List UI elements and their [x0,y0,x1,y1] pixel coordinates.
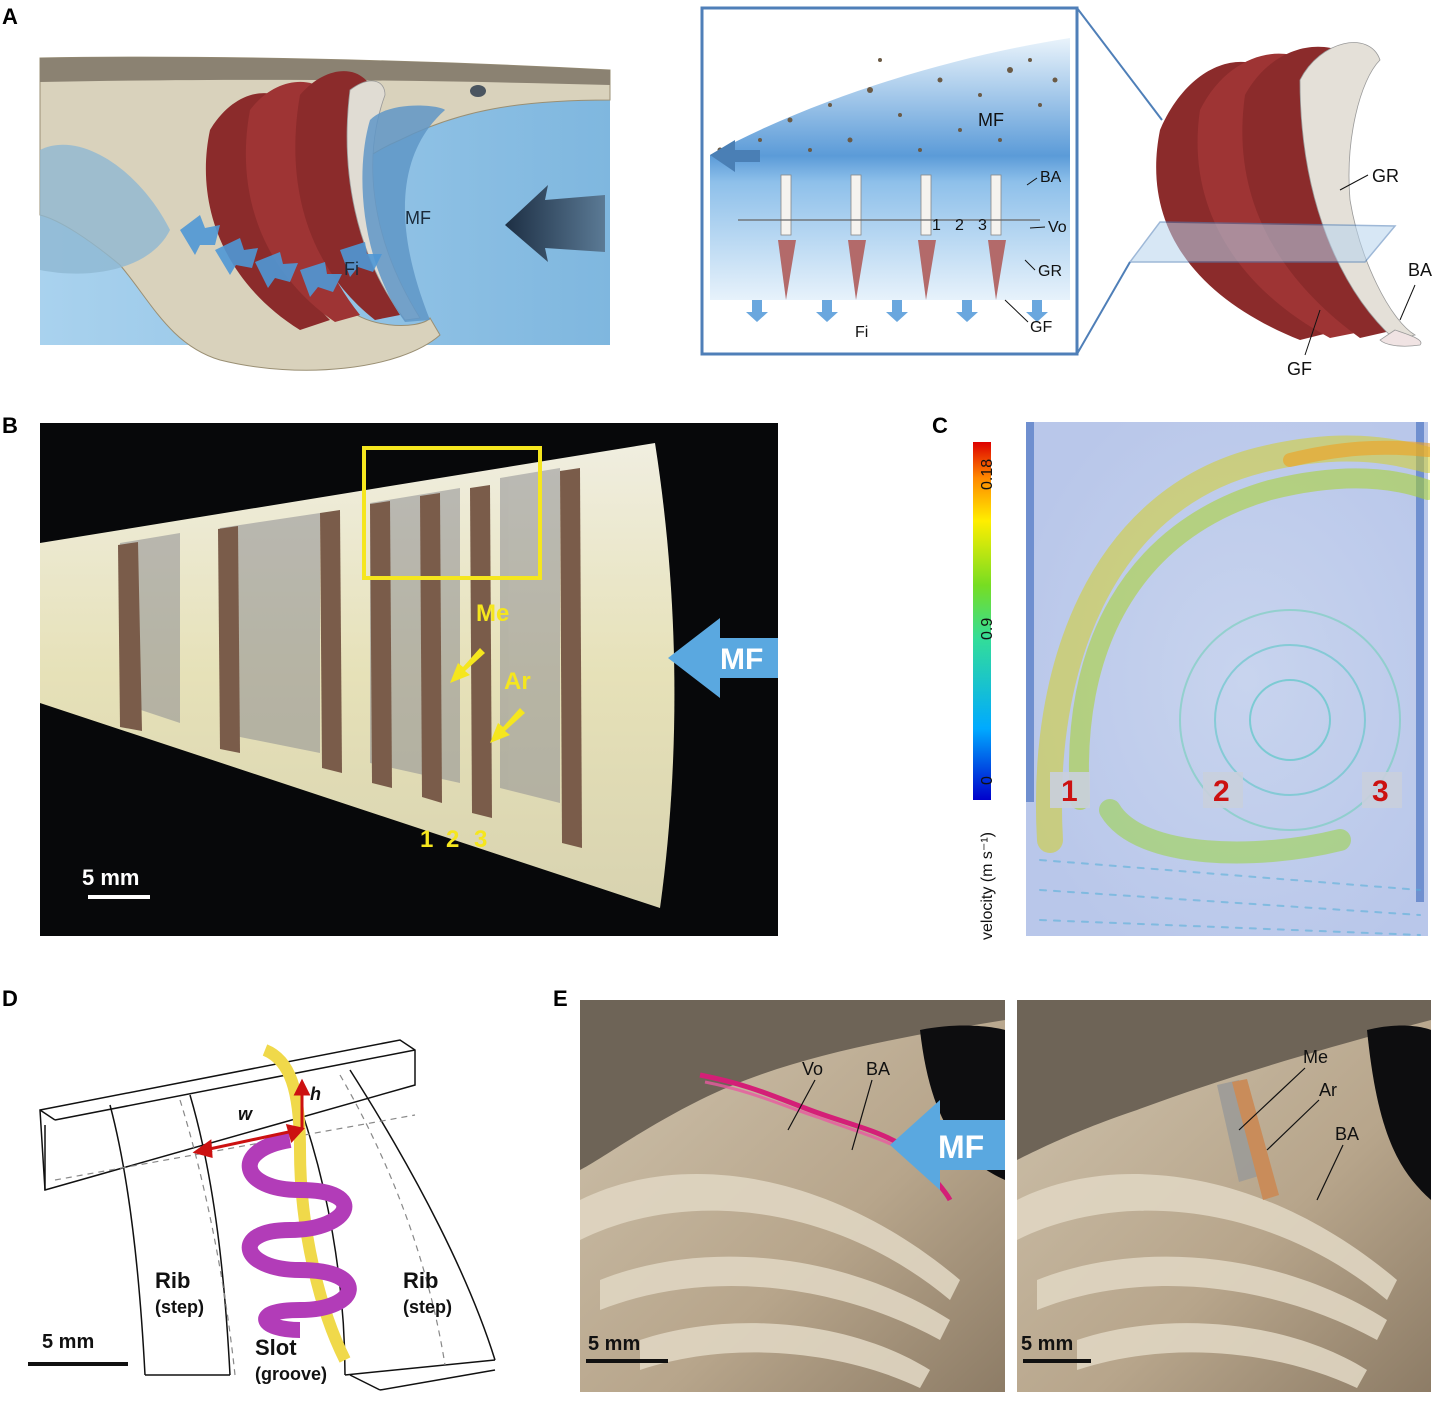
label-mf: MF [938,1129,984,1165]
colorbar-tick-mid: 0.9 [979,618,996,640]
inset-label-mf: MF [978,110,1004,130]
label-mf: MF [720,643,763,676]
panel-e-left-photo: Vo BA MF 5 mm [580,1000,1005,1392]
inset-label-vo: Vo [1048,219,1067,236]
scale-bar-label: 5 mm [82,865,139,890]
colorbar-tick-0: 0 [979,776,996,785]
panel-letter-a: A [2,4,18,29]
slot-label-box-3 [1362,772,1402,808]
mesh-strip [1217,1080,1262,1182]
slot-number-1: 1 [1061,775,1078,808]
slot-number-2: 2 [1213,775,1230,808]
panel-letter-c: C [932,413,948,438]
label-number-2: 2 [446,826,459,853]
inset-number-3: 3 [978,217,987,234]
rib-bands [118,468,582,848]
label-rib-right-sub: (step) [403,1297,452,1317]
inset-label-ba: BA [1040,169,1062,186]
aramid-rib [1232,1079,1279,1200]
panel-b-photo: Me Ar MF 1 2 3 5 mm [40,423,778,936]
slot-label-box-1 [1050,772,1090,808]
label-h: h [310,1084,321,1104]
arch-label-ba: BA [1408,260,1432,280]
panel-letter-b: B [2,413,18,438]
zoom-connector-top [1076,7,1163,121]
label-w: w [238,1104,253,1124]
vortex-helix [241,1044,357,1363]
slot-number-3: 3 [1372,775,1389,808]
scale-bar [88,895,150,899]
label-ar: Ar [1319,1080,1337,1100]
gill-arches [580,1174,960,1388]
inset-number-1: 1 [932,217,941,234]
filtered-flow-arrows [180,215,382,297]
colorbar-label: velocity (m s⁻¹) [979,832,996,940]
panel-c-flow-field: 0 0.9 0.18 velocity (m s⁻¹) 1 2 3 [973,422,1430,940]
velocity-vectors [1035,435,1430,936]
gill-raker-inset: MF BA Vo GR GF Fi 1 2 3 [700,6,1079,356]
inset-label-gf: GF [1030,319,1052,336]
arch-label-gr: GR [1372,166,1399,186]
label-mf: MF [405,208,431,228]
rib-wall-right [1416,422,1424,902]
mf-arrow [890,1100,1005,1190]
gill-arch-illustration: GR BA GF [1128,42,1432,379]
scale-bar [586,1359,668,1363]
label-number-3: 3 [474,826,487,853]
scale-bar-label: 5 mm [1021,1333,1073,1355]
arch-label-gf: GF [1287,359,1312,379]
mainstream-flow-arrow [505,185,605,262]
label-rib-left-sub: (step) [155,1297,204,1317]
label-ba: BA [866,1059,890,1079]
dimension-arrows [192,1078,311,1158]
colorbar-tick-max: 0.18 [979,459,996,490]
label-rib-left: Rib [155,1268,190,1293]
panel-letter-d: D [2,986,18,1011]
label-slot-sub: (groove) [255,1364,327,1384]
inset-label-gr: GR [1038,263,1062,280]
inset-number-2: 2 [955,217,964,234]
label-me: Me [476,600,509,627]
hidden-edges [54,1074,446,1376]
label-ar: Ar [504,668,531,695]
scale-bar [28,1362,128,1366]
label-fi: Fi [344,259,359,279]
basking-shark-head-illustration: MF Fi [39,56,611,371]
label-number-1: 1 [420,826,433,853]
label-vo: Vo [802,1059,823,1079]
inset-label-fi: Fi [855,324,868,341]
rib-wall-left [1026,422,1034,802]
rib-slot-geometry [39,1039,496,1391]
downward-flow-arrows [746,300,1048,322]
annotation-arrows [450,648,525,743]
colorbar [973,442,991,800]
scale-bar-label: 5 mm [588,1333,640,1355]
slot-label-box-2 [1203,772,1243,808]
label-me: Me [1303,1047,1328,1067]
scale-bar-label: 5 mm [42,1331,94,1353]
panel-e-right-photo: Me Ar BA 5 mm [1017,1000,1431,1392]
zoom-box [362,446,542,580]
mf-arrow [668,618,778,698]
panel-d-schematic: w h Rib (step) Rib (step) Slot (groove) … [28,1039,496,1391]
gill-arches [1017,1174,1397,1388]
label-slot: Slot [255,1335,297,1360]
gill-rakers [738,174,1040,300]
label-ba: BA [1335,1124,1359,1144]
label-rib-right: Rib [403,1268,438,1293]
panel-letter-e: E [553,986,568,1011]
zoom-connector-bottom [1076,261,1131,355]
panel-a-figure: MF Fi MF BA Vo GR [39,6,1432,379]
scale-bar [1023,1359,1091,1363]
